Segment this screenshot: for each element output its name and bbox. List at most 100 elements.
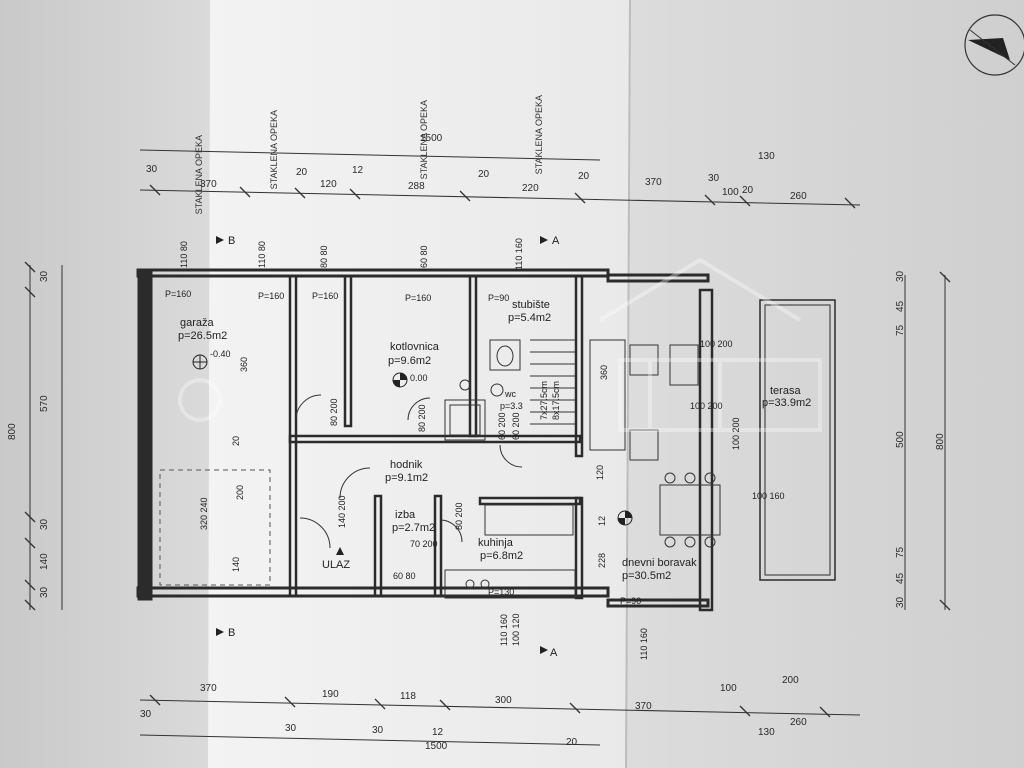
door-size-label: 60 200 (511, 412, 521, 440)
dimension-label: 30 (895, 596, 906, 608)
dimension-label: 45 (895, 300, 906, 312)
window-size-label: 60 80 (419, 245, 429, 268)
door-size-label: 80 200 (454, 502, 464, 530)
dimension-label: 130 (758, 727, 775, 738)
dimension-label: 130 (758, 151, 775, 162)
section-marker-b: B (228, 627, 236, 639)
dimension-label: 75 (895, 324, 906, 336)
dimension-label: 20 (742, 185, 754, 196)
door-swings (295, 394, 523, 549)
room-area-stubiste: p=5.4m2 (508, 312, 552, 324)
section-marker-a: A (552, 235, 560, 247)
window-size-label: 60 80 (393, 571, 416, 581)
dimension-label: 30 (895, 270, 906, 282)
north-arrow-icon (964, 14, 1024, 76)
dimension-label: 30 (39, 518, 50, 530)
dimension-label: 360 (239, 356, 249, 372)
room-name-wc: wc (505, 389, 516, 399)
room-name-kuhinja: kuhinja (478, 537, 513, 549)
dimension-label: 120 (320, 179, 337, 190)
dimension-label: 20 (296, 167, 308, 178)
glass-block-label: STAKLENA OPEKA (534, 95, 544, 175)
dimension-label: 288 (408, 181, 425, 192)
dimension-label: 370 (200, 179, 217, 190)
window-size-label: 110 80 (257, 241, 267, 268)
staircase (530, 339, 575, 425)
dimension-label: 100 (722, 187, 739, 198)
door-size-label: 80 200 (417, 404, 427, 432)
room-area-dnevni-boravak: p=30.5m2 (622, 570, 672, 582)
dimension-label: 30 (708, 173, 720, 184)
door-size-label: 100 200 (690, 401, 723, 411)
glass-block-label: STAKLENA OPEKA (269, 110, 279, 190)
door-size-label: 100 200 (731, 417, 741, 450)
dimension-label: 190 (322, 689, 339, 700)
door-size-label: 100 160 (752, 491, 785, 501)
glass-block-label: STAKLENA OPEKA (194, 135, 204, 215)
entrance-label: ULAZ (322, 559, 351, 571)
dimension-label: 370 (645, 177, 662, 188)
window-size-label: 80 80 (319, 245, 329, 268)
garage-parking-outline (159, 469, 271, 586)
room-name-garaza: garaža (180, 317, 214, 329)
parapet-label: P=160 (405, 293, 432, 303)
section-markers (216, 236, 548, 654)
dimension-label: 20 (478, 169, 490, 180)
door-size-label: 70 200 (410, 539, 438, 549)
parapet-label: P=90 (488, 293, 510, 303)
dimension-label: 30 (146, 164, 158, 175)
kitchen-counter (444, 504, 576, 599)
dimension-label: 30 (140, 709, 152, 720)
dimension-label: 200 (782, 675, 799, 686)
door-size-label: 80 200 (329, 398, 339, 426)
stair-rise-note: 7x27.5cm (539, 380, 549, 420)
dimension-label: 12 (352, 165, 364, 176)
room-name-dnevni-boravak: dnevni boravak (622, 557, 697, 569)
window-size-label: 110 80 (179, 241, 189, 268)
dimension-label: 370 (200, 683, 217, 694)
dimension-label: 360 (599, 364, 609, 380)
room-name-stubiste: stubište (512, 299, 550, 311)
dimension-label: 260 (790, 191, 807, 202)
dimension-label: 20 (231, 435, 241, 446)
dimension-label: 100 (720, 683, 737, 694)
room-area-kuhinja: p=6.8m2 (480, 550, 524, 562)
dimension-label: 30 (39, 270, 50, 282)
door-size-label: 140 200 (337, 495, 347, 528)
left-total-dimension: 800 (7, 423, 18, 440)
dimension-label: 220 (522, 183, 539, 194)
stair-steps-note: 8x17.5cm (551, 380, 561, 420)
level-label-garaza: -0.40 (210, 349, 231, 359)
window-size-label: 110 160 (514, 238, 524, 270)
parapet-label: P=160 (165, 289, 192, 299)
section-marker-b: B (228, 235, 236, 247)
dimension-label: 140 (39, 553, 50, 570)
dimension-label: 12 (432, 727, 444, 738)
window-size-label: 100 120 (511, 613, 521, 646)
dimension-label: 300 (495, 695, 512, 706)
parapet-label: P=160 (258, 291, 285, 301)
top-dimension-line (139, 189, 861, 206)
dimension-label: 75 (895, 546, 906, 558)
room-name-kotlovnica: kotlovnica (390, 341, 439, 353)
watermark-logo (178, 257, 822, 432)
right-total-dimension: 800 (935, 433, 946, 450)
dimension-label: 20 (578, 171, 590, 182)
dimension-label: 370 (635, 701, 652, 712)
dimension-label: 20 (566, 737, 578, 748)
bathroom-fixtures (444, 339, 521, 441)
dimension-label: 140 (231, 556, 241, 572)
bottom-dimension-line (139, 699, 861, 716)
entrance-arrow-icon (336, 547, 344, 555)
window-size-label: 110 160 (499, 614, 509, 646)
door-size-label: 60 200 (497, 412, 507, 440)
dimension-label: 45 (895, 572, 906, 584)
room-name-hodnik: hodnik (390, 459, 423, 471)
dimension-label: 500 (895, 431, 906, 448)
level-markers (192, 354, 633, 526)
dimension-label: 30 (285, 723, 297, 734)
room-area-garaza: p=26.5m2 (178, 330, 228, 342)
parapet-label: P=90 (620, 596, 642, 606)
